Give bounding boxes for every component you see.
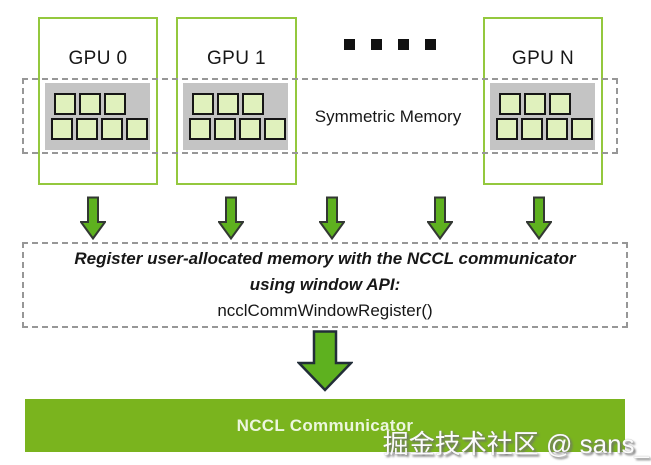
ellipsis-dot [425,39,436,50]
big-down-arrow-icon [297,330,353,392]
memory-block [264,118,286,140]
gpu-label: GPU 0 [68,48,128,69]
memory-block [521,118,543,140]
ellipsis-dot [371,39,382,50]
symmetric-memory-region [22,78,618,154]
memory-block [239,118,261,140]
memory-block [54,93,76,115]
memory-row-top [192,93,288,115]
register-api-call: ncclCommWindowRegister() [217,301,433,320]
memory-block [104,93,126,115]
memory-row-top [54,93,150,115]
memory-block [549,93,571,115]
down-arrow-icon [218,196,244,240]
register-instruction-box: Register user-allocated memory with the … [22,242,628,328]
ellipsis-dot [344,39,355,50]
ellipsis-dot [398,39,409,50]
down-arrow-icon [319,196,345,240]
memory-block [571,118,593,140]
memory-block [524,93,546,115]
memory-panel [490,83,595,150]
memory-block [546,118,568,140]
gpu-label: GPU N [511,48,575,69]
memory-row-bottom [496,118,595,140]
nccl-communicator-bar: NCCL Communicator [25,399,625,452]
memory-block [51,118,73,140]
memory-block [499,93,521,115]
watermark-text: 掘金技术社区 @ sans_ [382,429,649,459]
memory-row-top [499,93,595,115]
memory-block [76,118,98,140]
ellipsis-dots [344,39,436,50]
memory-panel [45,83,150,150]
memory-block [79,93,101,115]
register-text-line2: using window API: [249,275,401,294]
symmetric-memory-label: Symmetric Memory [314,107,462,126]
memory-block [126,118,148,140]
memory-block [192,93,214,115]
gpu-box-n: GPU N [483,17,603,185]
memory-block [496,118,518,140]
down-arrow-icon [427,196,453,240]
memory-block [242,93,264,115]
memory-block [217,93,239,115]
memory-row-bottom [189,118,288,140]
memory-block [214,118,236,140]
gpu-box-1: GPU 1 [176,17,297,185]
gpu-box-0: GPU 0 [38,17,158,185]
down-arrow-icon [80,196,106,240]
gpu-label: GPU 1 [206,48,267,69]
nccl-communicator-label: NCCL Communicator [236,415,414,435]
down-arrow-icon [526,196,552,240]
memory-block [189,118,211,140]
memory-panel [183,83,288,150]
memory-row-bottom [51,118,150,140]
memory-block [101,118,123,140]
register-text-line1: Register user-allocated memory with the … [74,249,576,268]
